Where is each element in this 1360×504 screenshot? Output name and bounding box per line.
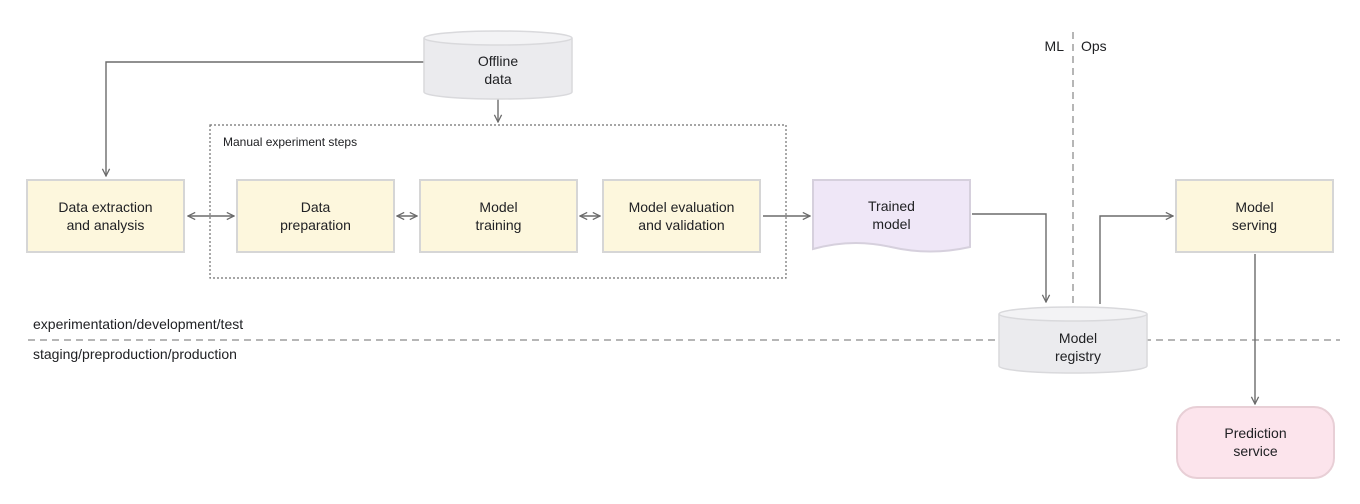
model-serving-label-line1: Model [1235, 199, 1273, 215]
data-preparation-label-line2: preparation [280, 217, 351, 233]
model-evaluation-node: Model evaluation and validation [602, 179, 761, 253]
experimentation-zone-label: experimentation/development/test [33, 316, 243, 332]
model-training-label-line1: Model [479, 199, 517, 215]
prediction-service-node: Prediction service [1176, 406, 1335, 479]
ml-zone-label: ML [1045, 38, 1065, 54]
trained-model-to-registry-arrow [972, 213, 1046, 302]
trained-model-node: Trained model [812, 179, 971, 253]
offline-data-node: Offline data [423, 30, 573, 100]
trained-model-label-line2: model [872, 216, 910, 232]
offline-to-extraction-arrow [106, 61, 424, 176]
offline-data-label-line2: data [484, 71, 511, 87]
prediction-service-label-line2: service [1233, 443, 1278, 459]
model-training-label-line2: training [476, 217, 522, 233]
model-serving-label-line2: serving [1232, 217, 1277, 233]
ops-zone-label: Ops [1081, 38, 1107, 54]
model-serving-node: Model serving [1175, 179, 1334, 253]
registry-to-serving-arrow [1099, 216, 1173, 304]
production-zone-label: staging/preproduction/production [33, 346, 237, 362]
model-registry-label-line1: Model [1059, 330, 1097, 346]
data-preparation-label-line1: Data [301, 199, 331, 215]
data-extraction-label-line2: and analysis [67, 217, 145, 233]
trained-model-label-line1: Trained [868, 198, 915, 214]
manual-experiment-group [209, 124, 787, 279]
model-evaluation-label-line2: and validation [638, 217, 724, 233]
data-extraction-label-line1: Data extraction [58, 199, 152, 215]
model-evaluation-label-line1: Model evaluation [629, 199, 735, 215]
model-training-node: Model training [419, 179, 578, 253]
manual-experiment-label: Manual experiment steps [223, 135, 357, 149]
model-registry-label-line2: registry [1055, 348, 1101, 364]
offline-data-label-line1: Offline [478, 53, 518, 69]
data-preparation-node: Data preparation [236, 179, 395, 253]
model-registry-node: Model registry [998, 306, 1148, 374]
data-extraction-node: Data extraction and analysis [26, 179, 185, 253]
prediction-service-label-line1: Prediction [1224, 425, 1286, 441]
